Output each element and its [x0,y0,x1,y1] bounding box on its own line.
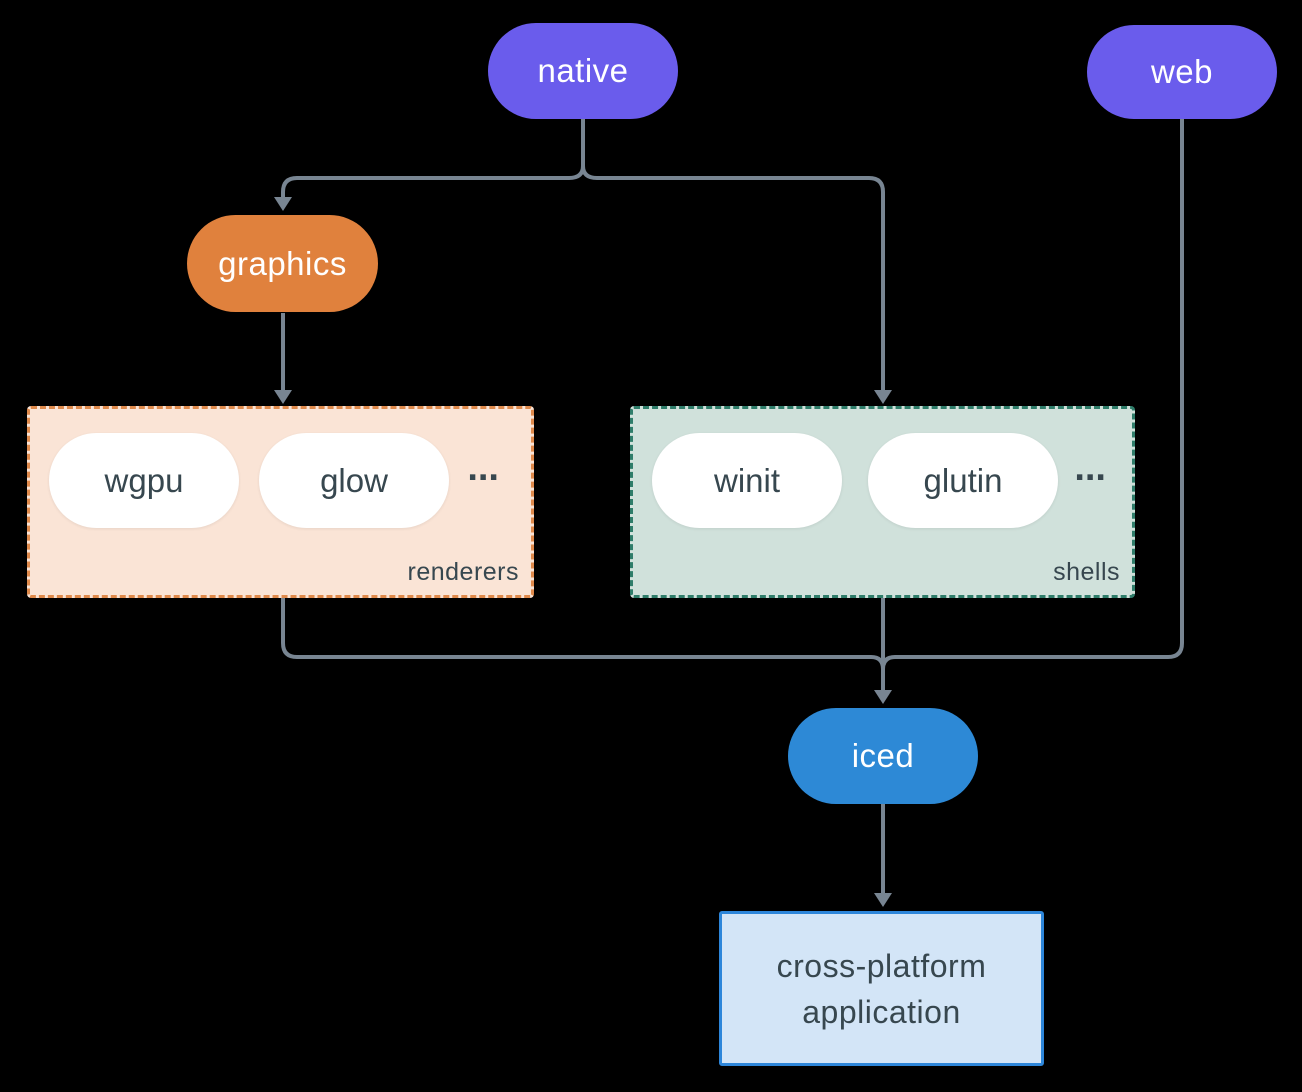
group-renderers: wgpu glow ... renderers [27,406,534,598]
renderers-group-label: renderers [407,558,519,586]
node-winit-label: winit [713,461,781,499]
node-native: native [488,23,678,119]
app-label-line1: cross-platform [776,947,987,984]
arrowhead-into-shells [874,390,892,404]
node-iced-label: iced [851,737,915,774]
node-native-label: native [537,52,629,89]
node-glutin-label: glutin [923,461,1003,499]
node-glow: glow [259,433,449,528]
edge-native-to-graphics [281,165,585,198]
node-glutin: glutin [868,433,1058,528]
node-web-label: web [1150,53,1214,90]
edge-native-to-shells [581,165,885,391]
group-shells: winit glutin ... shells [630,406,1135,598]
node-wgpu: wgpu [49,433,239,528]
arrowhead-into-renderers [274,390,292,404]
node-glow-label: glow [320,461,388,499]
shells-ellipsis: ... [1074,447,1106,489]
node-wgpu-label: wgpu [104,461,184,499]
node-web: web [1087,25,1277,119]
arrowhead-into-graphics [274,197,292,211]
node-iced: iced [788,708,978,804]
node-winit: winit [652,433,842,528]
renderers-ellipsis: ... [467,447,499,489]
node-graphics: graphics [187,215,378,312]
app-label-line2: application [802,993,961,1030]
shells-group-label: shells [1053,558,1120,586]
arrowhead-into-iced [874,690,892,704]
node-graphics-label: graphics [218,244,347,282]
edge-renderers-to-merge [281,598,885,670]
arrowhead-into-app [874,893,892,907]
node-cross-platform-application: cross-platform application [719,911,1044,1066]
